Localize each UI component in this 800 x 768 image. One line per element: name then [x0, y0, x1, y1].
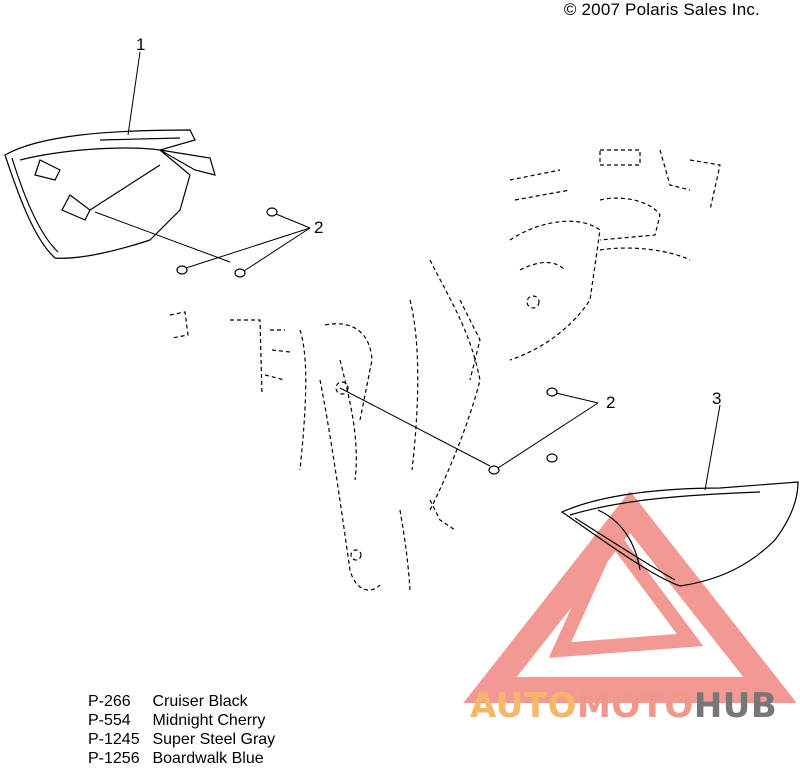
- watermark-part-moto: MOTO: [576, 686, 694, 726]
- color-name: Midnight Cherry: [152, 712, 266, 729]
- copyright-notice: © 2007 Polaris Sales Inc.: [563, 0, 760, 19]
- color-option: P-1256 Boardwalk Blue: [88, 749, 275, 768]
- callout-2-lower: 2: [606, 393, 616, 412]
- color-option: P-1245 Super Steel Gray: [88, 730, 275, 749]
- watermark-text: AUTOMOTOHUB: [470, 686, 777, 726]
- side-panel-part-3: [560, 481, 799, 587]
- watermark-part-auto: AUTO: [470, 686, 577, 726]
- color-option: P-554 Midnight Cherry: [88, 711, 275, 730]
- leader-lines: [94, 51, 721, 491]
- color-options-list: P-266 Cruiser Black P-554 Midnight Cherr…: [88, 692, 275, 768]
- color-code: P-1245: [88, 731, 140, 748]
- watermark-part-hub: HUB: [693, 686, 778, 726]
- color-name: Super Steel Gray: [152, 731, 276, 748]
- color-name: Boardwalk Blue: [152, 750, 264, 767]
- color-code: P-1256: [88, 750, 140, 767]
- callout-2-upper: 2: [314, 218, 324, 237]
- color-option: P-266 Cruiser Black: [88, 692, 275, 711]
- callout-3: 3: [712, 389, 722, 408]
- callout-1: 1: [136, 35, 146, 54]
- frame-background-detail: [169, 149, 721, 591]
- color-name: Cruiser Black: [152, 693, 248, 710]
- grommet-group: [176, 207, 558, 475]
- color-code: P-266: [88, 693, 131, 710]
- side-panel-part-1: [4, 129, 216, 259]
- color-code: P-554: [88, 712, 131, 729]
- watermark-triangle-logo: [463, 490, 797, 703]
